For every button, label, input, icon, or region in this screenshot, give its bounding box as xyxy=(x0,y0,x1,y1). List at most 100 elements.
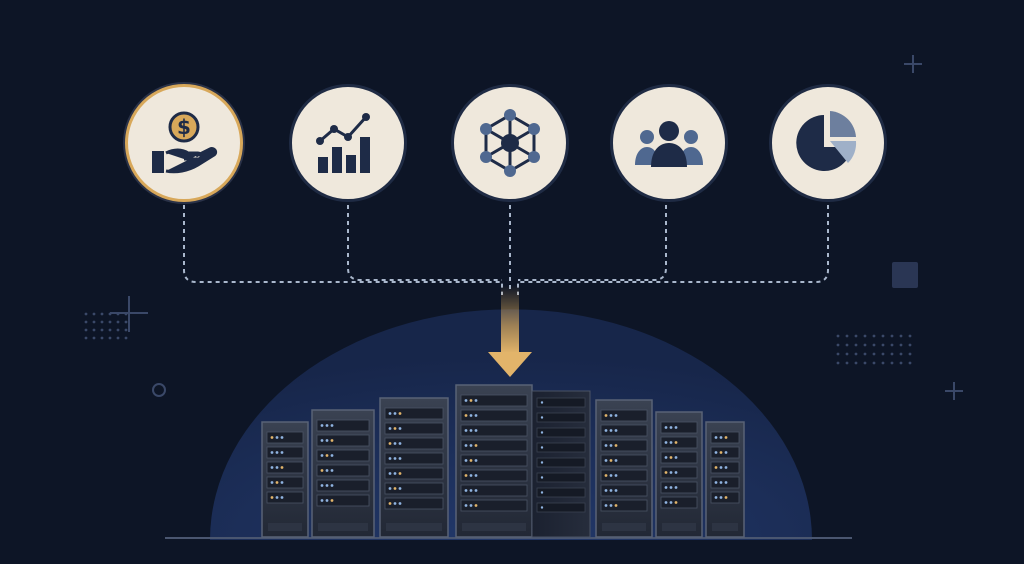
status-led xyxy=(464,399,468,402)
decor-dot xyxy=(116,320,120,324)
rack-unit xyxy=(600,454,648,467)
status-led xyxy=(674,441,678,444)
rack-unit xyxy=(600,439,648,452)
rack-unit xyxy=(316,449,370,462)
server-racks-icon xyxy=(261,384,745,538)
status-led xyxy=(474,459,478,462)
status-led xyxy=(609,474,613,477)
decor-dot xyxy=(108,336,112,340)
status-led xyxy=(275,451,279,454)
status-led xyxy=(275,466,279,469)
decor-dot xyxy=(881,352,885,356)
status-led xyxy=(469,474,473,477)
status-led xyxy=(724,436,728,439)
status-led xyxy=(664,501,668,504)
status-led xyxy=(604,429,608,432)
status-led xyxy=(393,502,397,505)
rack-unit xyxy=(266,461,304,474)
rack-unit xyxy=(600,424,648,437)
status-led xyxy=(604,414,608,417)
rack-unit xyxy=(266,491,304,504)
rack-vent xyxy=(318,523,368,531)
status-led xyxy=(614,474,618,477)
status-led xyxy=(714,496,718,499)
decor-dot xyxy=(854,334,858,338)
network-hub-icon xyxy=(480,109,540,177)
status-led xyxy=(388,487,392,490)
decor-dot xyxy=(116,328,120,332)
status-led xyxy=(664,471,668,474)
decor-dot xyxy=(108,328,112,332)
decor-dot xyxy=(899,334,903,338)
rack-unit xyxy=(316,464,370,477)
status-led xyxy=(604,474,608,477)
status-led xyxy=(393,457,397,460)
status-led xyxy=(469,489,473,492)
rack-unit xyxy=(600,499,648,512)
decor-dot xyxy=(836,352,840,356)
status-led xyxy=(320,499,324,502)
rack-unit xyxy=(384,497,444,510)
decor-dot xyxy=(872,334,876,338)
decor-dot xyxy=(92,320,96,324)
status-led xyxy=(330,484,334,487)
rack-unit xyxy=(460,439,528,452)
status-led xyxy=(388,457,392,460)
status-led xyxy=(724,451,728,454)
arrow-shaft xyxy=(501,285,519,353)
decor-dot xyxy=(890,343,894,347)
server-rack xyxy=(595,399,653,538)
dot-grid-left xyxy=(84,312,128,340)
decor-dot xyxy=(881,361,885,365)
status-led xyxy=(474,444,478,447)
rack-unit xyxy=(460,499,528,512)
status-led xyxy=(609,414,613,417)
status-led xyxy=(540,476,544,479)
status-led xyxy=(540,491,544,494)
status-led xyxy=(540,431,544,434)
status-led xyxy=(270,496,274,499)
decor-dot xyxy=(908,352,912,356)
status-led xyxy=(388,472,392,475)
status-led xyxy=(398,427,402,430)
rack-vent xyxy=(602,523,646,531)
status-led xyxy=(669,426,673,429)
status-led xyxy=(724,481,728,484)
rack-side-unit xyxy=(536,427,586,438)
hand-dollar-icon: $ xyxy=(152,111,218,174)
rack-unit xyxy=(384,437,444,450)
rack-unit xyxy=(384,407,444,420)
status-led xyxy=(398,457,402,460)
status-led xyxy=(275,436,279,439)
rack-unit xyxy=(660,481,698,494)
decor-dot xyxy=(845,343,849,347)
status-led xyxy=(325,499,329,502)
status-led xyxy=(398,472,402,475)
decor-dot xyxy=(863,361,867,365)
status-led xyxy=(388,502,392,505)
status-led xyxy=(614,489,618,492)
status-led xyxy=(674,426,678,429)
rack-side-unit xyxy=(536,412,586,423)
status-led xyxy=(540,401,544,404)
rack-side-unit xyxy=(536,397,586,408)
status-led xyxy=(325,424,329,427)
rack-unit xyxy=(316,479,370,492)
status-led xyxy=(280,481,284,484)
status-led xyxy=(669,471,673,474)
status-led xyxy=(320,484,324,487)
status-led xyxy=(474,474,478,477)
status-led xyxy=(393,472,397,475)
decor-dot xyxy=(854,352,858,356)
analytics-node xyxy=(289,84,407,202)
rack-unit xyxy=(316,494,370,507)
rack-vent xyxy=(386,523,442,531)
decor-dot xyxy=(899,343,903,347)
status-led xyxy=(464,504,468,507)
status-led xyxy=(398,442,402,445)
status-led xyxy=(614,414,618,417)
user-group-icon xyxy=(635,121,703,167)
status-led xyxy=(464,459,468,462)
decor-dot xyxy=(84,312,88,316)
